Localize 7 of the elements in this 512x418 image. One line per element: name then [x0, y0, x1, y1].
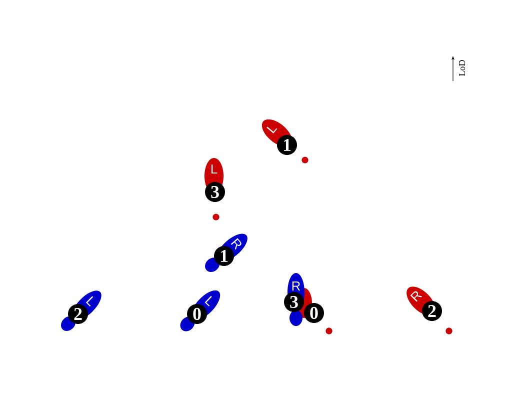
- step-number: 1: [277, 135, 297, 155]
- step-number: 2: [422, 300, 442, 321]
- step-number: 2: [68, 304, 88, 324]
- step-number: 1: [214, 246, 234, 266]
- step-number: 3: [205, 182, 225, 202]
- direction-label: LoD: [459, 60, 465, 76]
- step-number: 0: [187, 304, 207, 324]
